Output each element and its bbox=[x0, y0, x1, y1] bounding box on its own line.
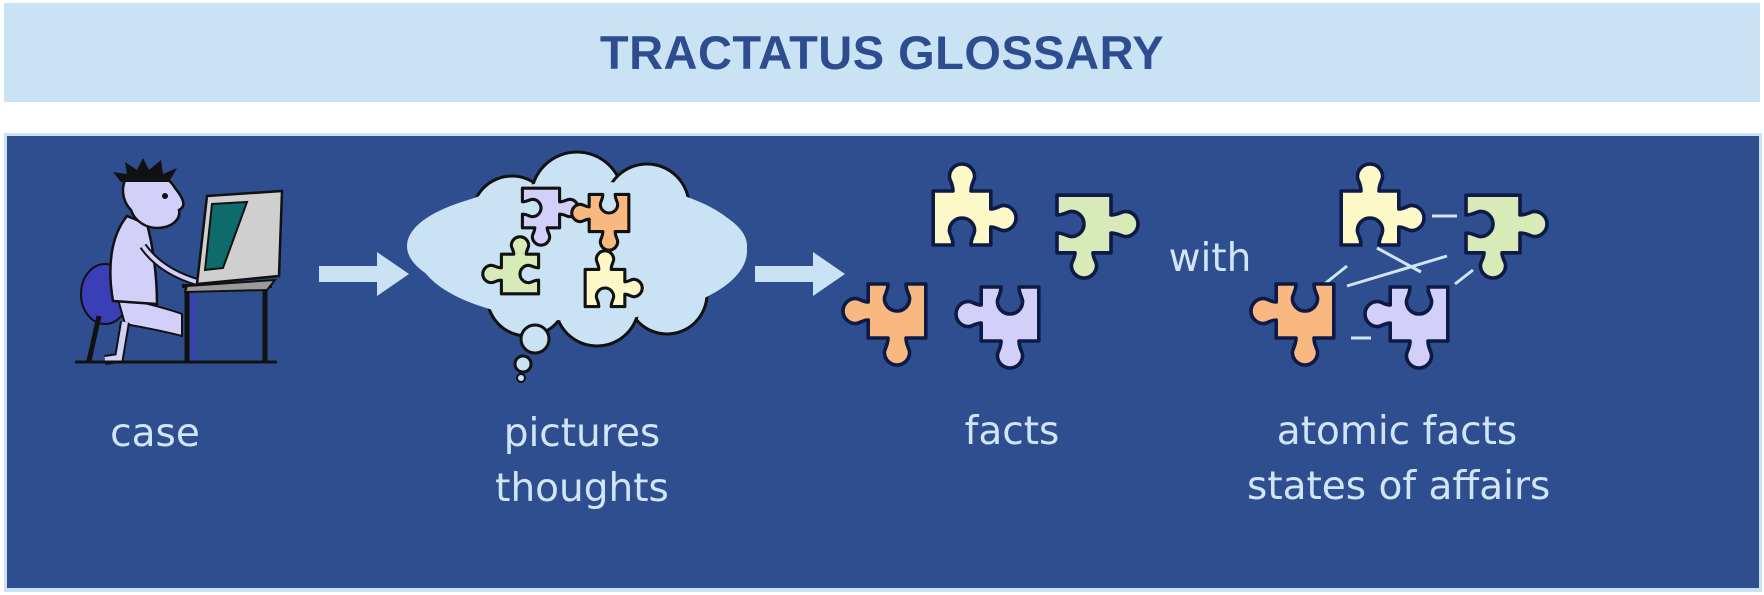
label-facts-text: facts bbox=[964, 409, 1060, 454]
label-with-text: with bbox=[1168, 236, 1252, 281]
person-at-computer-icon bbox=[75, 158, 284, 365]
diagram-panel: case pictures thoughts facts with atomic… bbox=[4, 133, 1762, 592]
puzzle-piece-icon bbox=[1464, 193, 1549, 280]
label-atomic-facts: atomic facts states of affairs bbox=[1247, 404, 1551, 514]
label-pictures-text: pictures bbox=[503, 411, 661, 456]
page-title: TRACTATUS GLOSSARY bbox=[599, 26, 1165, 79]
puzzle-piece-icon bbox=[931, 162, 1018, 247]
label-case-text: case bbox=[110, 411, 200, 456]
diagram-art bbox=[75, 150, 1549, 383]
title-bar: TRACTATUS GLOSSARY bbox=[4, 3, 1760, 102]
puzzle-piece-icon bbox=[1249, 282, 1336, 367]
label-with: with bbox=[1155, 231, 1265, 286]
label-states-of-affairs-text: states of affairs bbox=[1247, 464, 1551, 509]
label-atomic-facts-text: atomic facts bbox=[1276, 409, 1518, 454]
puzzle-piece-icon bbox=[954, 285, 1041, 370]
puzzle-piece-icon bbox=[1363, 285, 1450, 370]
label-pictures-thoughts: pictures thoughts bbox=[452, 406, 712, 516]
thought-cloud-icon bbox=[407, 150, 747, 383]
label-facts: facts bbox=[912, 404, 1112, 459]
puzzle-piece-icon bbox=[841, 282, 928, 367]
puzzle-piece-icon bbox=[1055, 193, 1140, 280]
label-thoughts-text: thoughts bbox=[495, 466, 669, 511]
puzzle-piece-icon bbox=[1339, 162, 1426, 247]
arrow-right-icon bbox=[319, 252, 409, 296]
arrow-right-icon bbox=[755, 252, 845, 296]
label-case: case bbox=[55, 406, 255, 461]
